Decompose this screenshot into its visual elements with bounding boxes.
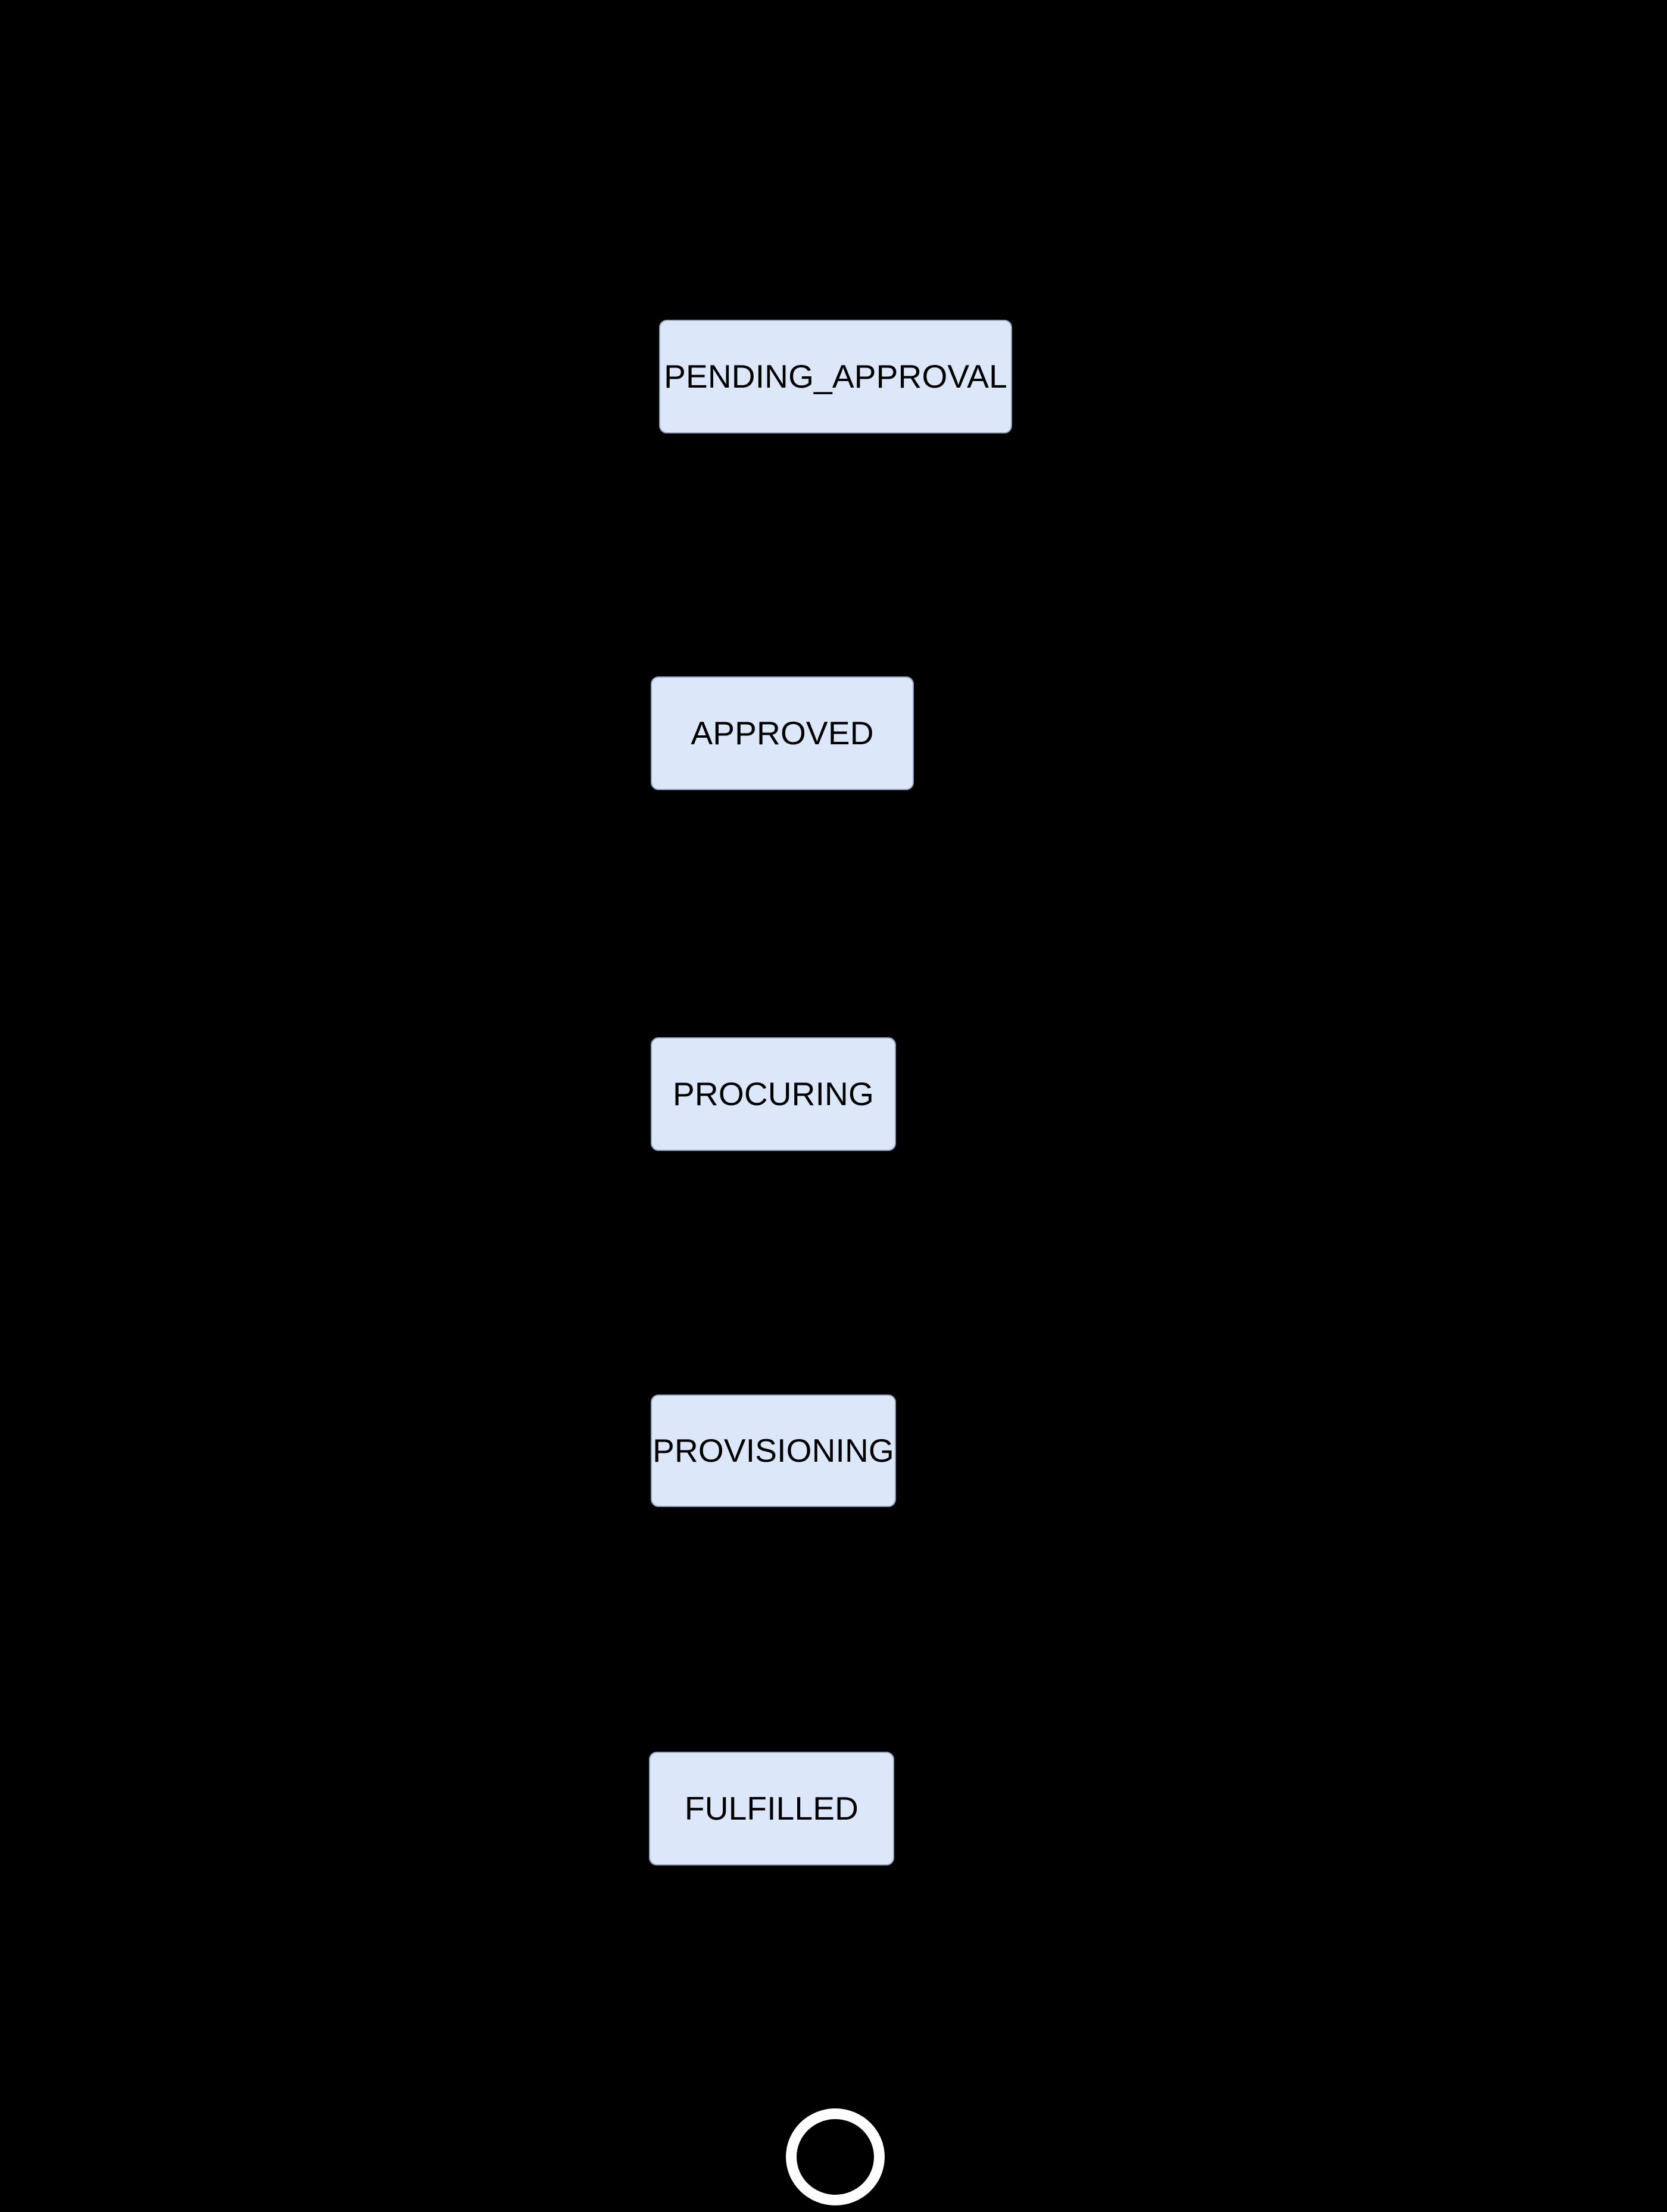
state-node-label: PENDING_APPROVAL	[664, 358, 1007, 395]
state-node-approved[interactable]: APPROVED	[651, 676, 914, 790]
state-node-label: FULFILLED	[684, 1790, 859, 1827]
state-node-label: APPROVED	[691, 715, 874, 751]
state-node-procuring[interactable]: PROCURING	[651, 1037, 896, 1151]
state-node-label: PROCURING	[673, 1075, 874, 1112]
state-node-pending-approval[interactable]: PENDING_APPROVAL	[659, 320, 1012, 433]
state-node-fulfilled[interactable]: FULFILLED	[649, 1752, 894, 1865]
end-state-marker-icon	[786, 2108, 885, 2205]
state-node-provisioning[interactable]: PROVISIONING	[651, 1394, 896, 1507]
state-node-label: PROVISIONING	[653, 1432, 894, 1469]
